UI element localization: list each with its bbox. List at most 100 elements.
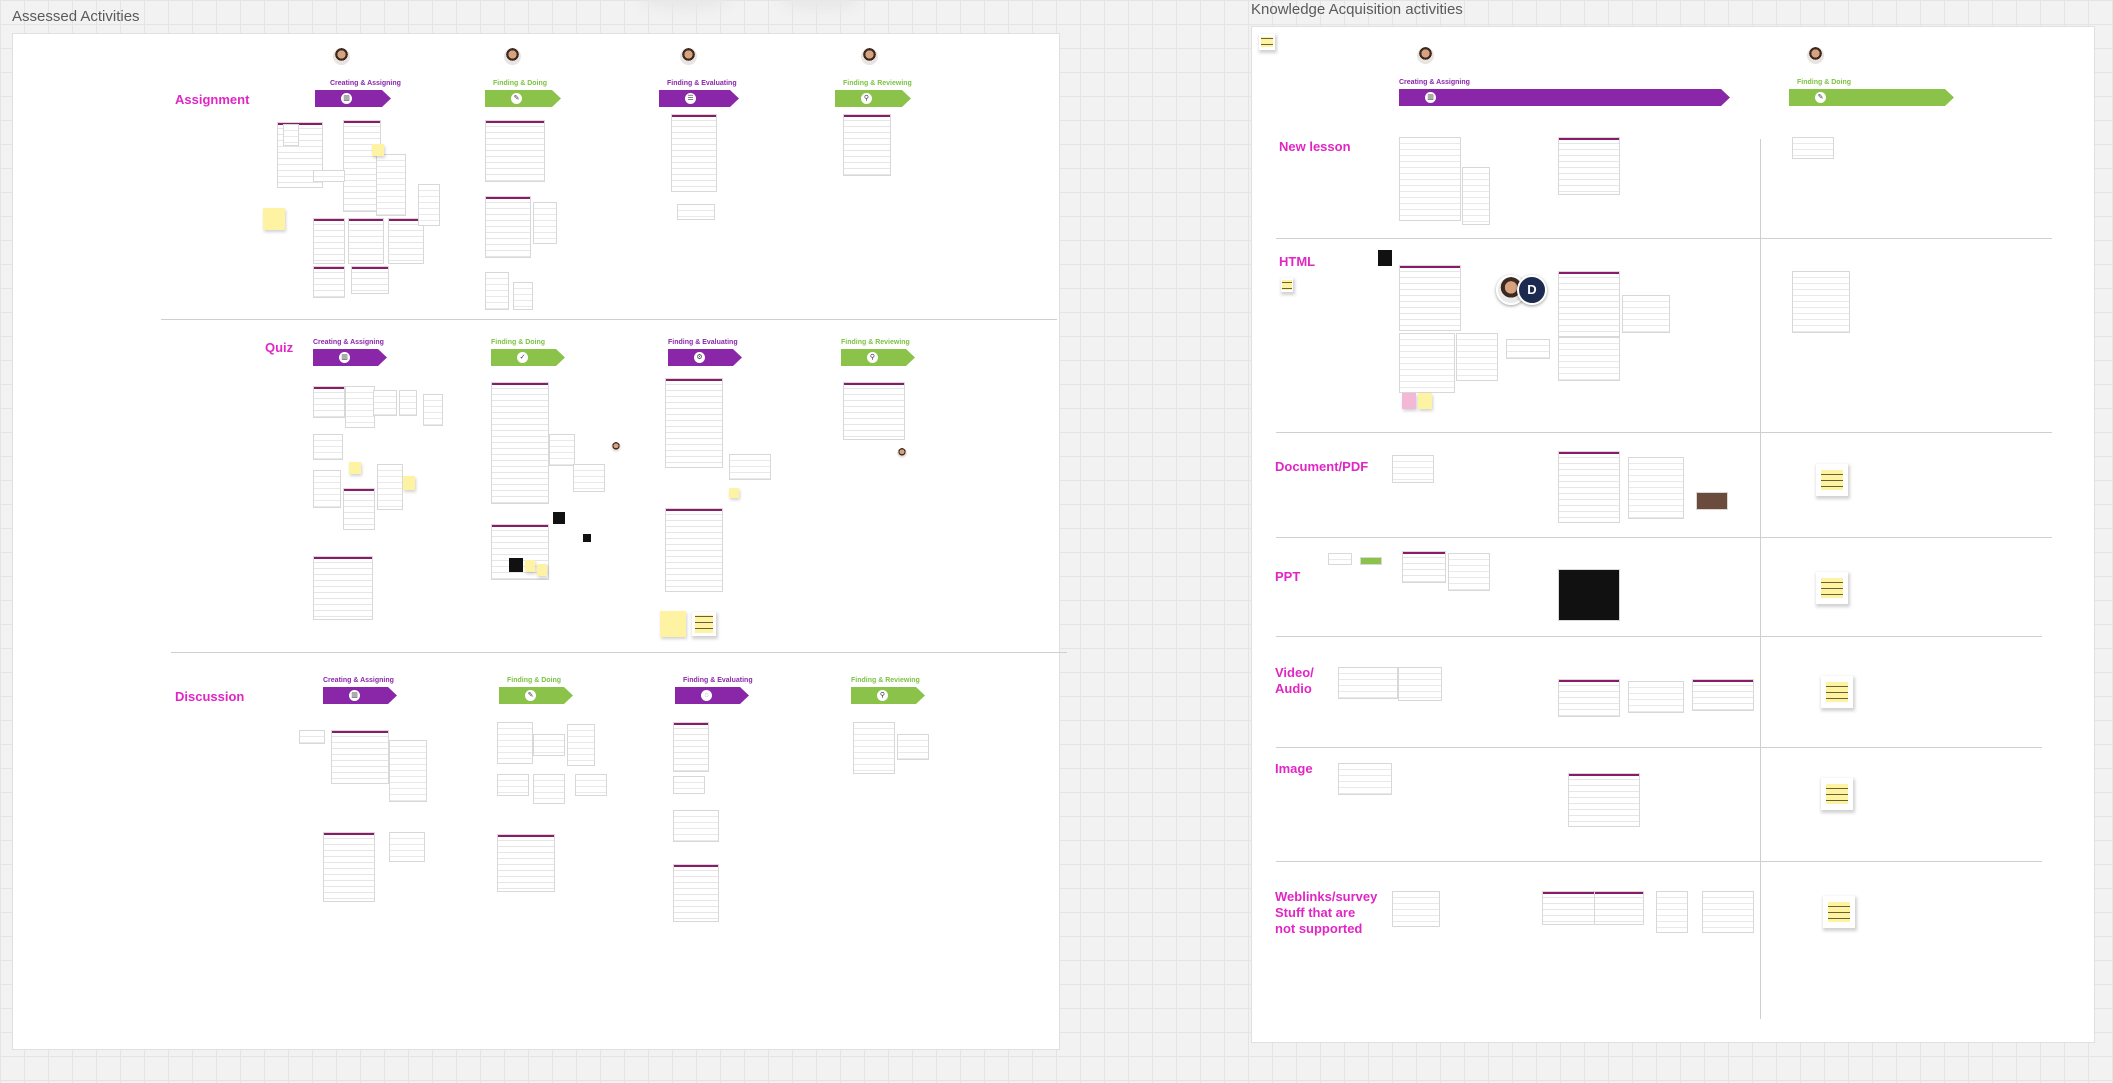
screenshot-thumbnail[interactable] bbox=[673, 776, 705, 794]
sticky-note[interactable] bbox=[372, 144, 384, 156]
screenshot-thumbnail[interactable] bbox=[575, 774, 607, 796]
screenshot-thumbnail[interactable] bbox=[299, 730, 325, 744]
black-image-block[interactable] bbox=[583, 534, 591, 542]
screenshot-thumbnail[interactable] bbox=[331, 730, 389, 784]
screenshot-thumbnail[interactable] bbox=[897, 734, 929, 760]
screenshot-thumbnail[interactable] bbox=[373, 390, 397, 416]
sticky-note[interactable] bbox=[537, 564, 547, 576]
sticky-note[interactable] bbox=[525, 560, 535, 572]
screenshot-thumbnail[interactable] bbox=[313, 434, 343, 460]
sticky-note[interactable] bbox=[1280, 277, 1294, 293]
screenshot-thumbnail[interactable] bbox=[677, 204, 715, 220]
screenshot-thumbnail[interactable] bbox=[388, 218, 424, 264]
screenshot-thumbnail[interactable] bbox=[1402, 551, 1446, 583]
sticky-note[interactable] bbox=[1822, 895, 1856, 929]
screenshot-thumbnail[interactable] bbox=[348, 218, 384, 264]
screenshot-thumbnail[interactable] bbox=[1692, 679, 1754, 711]
screenshot-thumbnail[interactable] bbox=[1696, 492, 1728, 510]
screenshot-thumbnail[interactable] bbox=[313, 386, 345, 418]
screenshot-thumbnail[interactable] bbox=[1398, 667, 1442, 701]
screenshot-thumbnail[interactable] bbox=[1399, 137, 1461, 221]
screenshot-thumbnail[interactable] bbox=[533, 202, 557, 244]
screenshot-thumbnail[interactable] bbox=[283, 124, 299, 146]
sticky-note[interactable] bbox=[1418, 393, 1432, 409]
screenshot-thumbnail[interactable] bbox=[573, 464, 605, 492]
screenshot-thumbnail[interactable] bbox=[1462, 167, 1490, 225]
sticky-note[interactable] bbox=[1258, 33, 1276, 51]
screenshot-thumbnail[interactable] bbox=[729, 454, 771, 480]
screenshot-thumbnail[interactable] bbox=[1456, 333, 1498, 381]
black-image-block[interactable] bbox=[509, 558, 523, 572]
screenshot-thumbnail[interactable] bbox=[1622, 295, 1670, 333]
screenshot-thumbnail[interactable] bbox=[485, 196, 531, 258]
frame-knowledge-acquisition[interactable]: Creating & Assigning ▥ Finding & Doing ✎… bbox=[1251, 26, 2095, 1043]
screenshot-thumbnail[interactable] bbox=[389, 740, 427, 802]
screenshot-thumbnail[interactable] bbox=[1792, 137, 1834, 159]
screenshot-thumbnail[interactable] bbox=[343, 488, 375, 530]
screenshot-thumbnail[interactable] bbox=[491, 382, 549, 504]
screenshot-thumbnail[interactable] bbox=[1702, 891, 1754, 933]
sticky-note[interactable] bbox=[1820, 777, 1854, 811]
screenshot-thumbnail[interactable] bbox=[313, 556, 373, 620]
screenshot-thumbnail[interactable] bbox=[313, 218, 345, 264]
sticky-note[interactable] bbox=[660, 611, 686, 637]
screenshot-thumbnail[interactable] bbox=[843, 382, 905, 440]
screenshot-thumbnail[interactable] bbox=[673, 864, 719, 922]
screenshot-thumbnail[interactable] bbox=[567, 724, 595, 766]
sticky-note[interactable] bbox=[691, 611, 717, 637]
sticky-note[interactable] bbox=[1815, 571, 1849, 605]
screenshot-thumbnail[interactable] bbox=[351, 266, 389, 294]
screenshot-thumbnail[interactable] bbox=[1558, 679, 1620, 717]
screenshot-thumbnail[interactable] bbox=[423, 394, 443, 426]
screenshot-thumbnail[interactable] bbox=[1558, 451, 1620, 523]
screenshot-thumbnail[interactable] bbox=[376, 154, 406, 216]
frame-title-assessed[interactable]: Assessed Activities bbox=[12, 8, 140, 25]
sticky-note[interactable] bbox=[1820, 675, 1854, 709]
screenshot-thumbnail[interactable] bbox=[1628, 681, 1684, 713]
screenshot-thumbnail[interactable] bbox=[1568, 773, 1640, 827]
screenshot-thumbnail[interactable] bbox=[843, 114, 891, 176]
frame-title-knowledge[interactable]: Knowledge Acquisition activities bbox=[1251, 1, 1463, 18]
sticky-note[interactable] bbox=[1815, 463, 1849, 497]
screenshot-thumbnail[interactable] bbox=[497, 774, 529, 796]
screenshot-thumbnail[interactable] bbox=[1558, 137, 1620, 195]
screenshot-thumbnail[interactable] bbox=[313, 470, 341, 508]
screenshot-thumbnail[interactable] bbox=[1506, 339, 1550, 359]
screenshot-thumbnail[interactable] bbox=[673, 722, 709, 772]
sticky-note[interactable] bbox=[263, 208, 285, 230]
screenshot-thumbnail[interactable] bbox=[1338, 763, 1392, 795]
screenshot-thumbnail[interactable] bbox=[665, 508, 723, 592]
screenshot-thumbnail[interactable] bbox=[1628, 457, 1684, 519]
screenshot-thumbnail[interactable] bbox=[485, 272, 509, 310]
screenshot-thumbnail[interactable] bbox=[1594, 891, 1644, 925]
screenshot-thumbnail[interactable] bbox=[389, 832, 425, 862]
screenshot-thumbnail[interactable] bbox=[377, 464, 403, 510]
sticky-note[interactable] bbox=[349, 462, 361, 474]
screenshot-thumbnail[interactable] bbox=[533, 734, 565, 756]
screenshot-thumbnail[interactable] bbox=[1542, 891, 1598, 925]
collaborator-avatar[interactable]: D bbox=[1517, 275, 1547, 305]
screenshot-thumbnail[interactable] bbox=[345, 386, 375, 428]
frame-assessed-activities[interactable]: Assignment Quiz Discussion Creating & As… bbox=[12, 33, 1067, 1050]
screenshot-thumbnail[interactable] bbox=[853, 722, 895, 774]
black-image-block[interactable] bbox=[553, 512, 565, 524]
screenshot-thumbnail[interactable] bbox=[1399, 333, 1455, 393]
screenshot-thumbnail[interactable] bbox=[1399, 265, 1461, 331]
screenshot-thumbnail[interactable] bbox=[1558, 337, 1620, 381]
screenshot-thumbnail[interactable] bbox=[1392, 891, 1440, 927]
screenshot-thumbnail[interactable] bbox=[1558, 271, 1620, 337]
screenshot-thumbnail[interactable] bbox=[1656, 891, 1688, 933]
screenshot-thumbnail[interactable] bbox=[323, 832, 375, 902]
screenshot-thumbnail[interactable] bbox=[485, 120, 545, 182]
sticky-note[interactable] bbox=[729, 488, 739, 498]
screenshot-thumbnail[interactable] bbox=[1792, 271, 1850, 333]
screenshot-thumbnail[interactable] bbox=[1360, 557, 1382, 565]
screenshot-thumbnail[interactable] bbox=[1448, 553, 1490, 591]
screenshot-thumbnail[interactable] bbox=[497, 834, 555, 892]
screenshot-thumbnail[interactable] bbox=[1338, 667, 1398, 699]
screenshot-thumbnail[interactable] bbox=[673, 810, 719, 842]
screenshot-thumbnail[interactable] bbox=[497, 722, 533, 764]
screenshot-thumbnail[interactable] bbox=[1558, 569, 1620, 621]
screenshot-thumbnail[interactable] bbox=[1328, 553, 1352, 565]
screenshot-thumbnail[interactable] bbox=[671, 114, 717, 192]
